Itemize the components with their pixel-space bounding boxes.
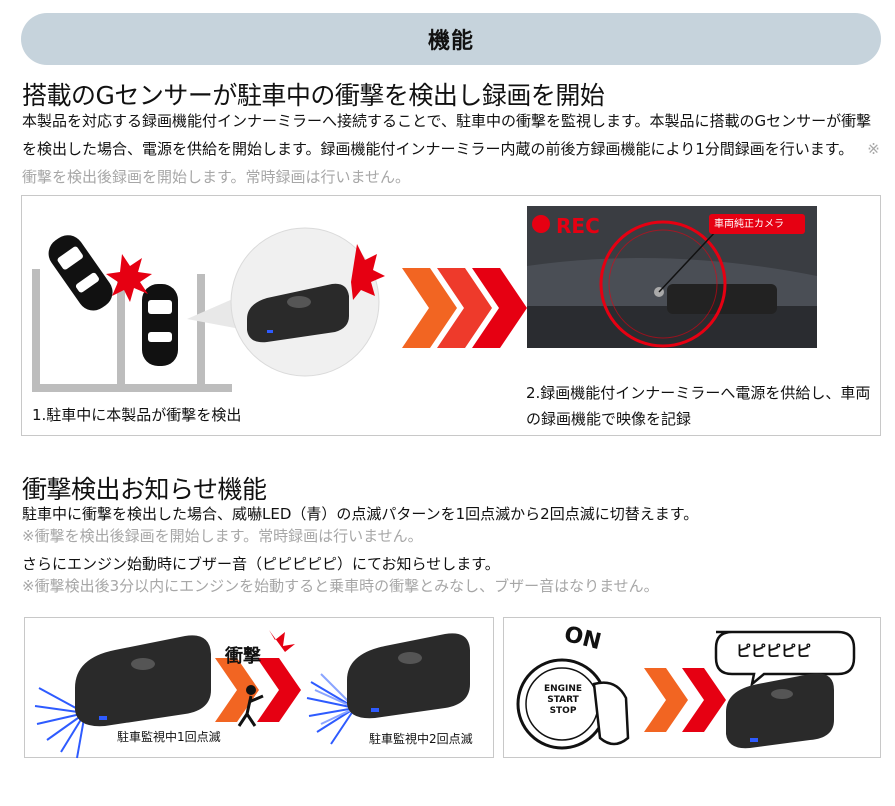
- finger-icon: [592, 681, 630, 746]
- sensor-device-icon: [75, 635, 211, 727]
- blink2-caption: 駐車監視中2回点滅: [369, 732, 473, 746]
- thief-icon: [237, 685, 264, 727]
- step2-caption: 2.録画機能付インナーミラーへ電源を供給し、車両の録画機能で映像を記録: [526, 384, 871, 428]
- flow-arrow-icon: [402, 268, 527, 348]
- sensor-device-icon: [347, 633, 470, 719]
- banner-title: 機能: [427, 29, 474, 54]
- engine-button-line: ENGINE: [543, 684, 583, 694]
- speech-bubble-icon: [714, 630, 856, 688]
- engine-button-text: ENGINE START STOP: [534, 684, 592, 717]
- rec-dot-icon: [532, 215, 550, 233]
- engine-buzzer-illustration: [516, 630, 856, 750]
- led-blink-illustration: [34, 630, 470, 759]
- section2-heading: 衝撃検出お知らせ機能: [22, 475, 267, 504]
- device-closeup-illustration: [187, 227, 385, 377]
- section1-body-text: 本製品を対応する録画機能付インナーミラーへ接続することで、駐車中の衝撃を監視しま…: [22, 112, 872, 158]
- sensor-device-icon: [726, 673, 834, 749]
- parked-car-icon: [142, 284, 178, 366]
- impact-burst-icon: [269, 630, 295, 652]
- impact-label: 衝撃: [225, 646, 261, 667]
- flow-diagram-box: REC 車両純正カメラ 1.駐車中に本製品が衝撃を検出 2.録画機能付インナーミ…: [21, 195, 881, 436]
- step1-caption: 1.駐車中に本製品が衝撃を検出: [32, 406, 242, 424]
- section2-line3: さらにエンジン始動時にブザー音（ピピピピピ）にてお知らせします。: [22, 555, 500, 573]
- section1-body: 本製品を対応する録画機能付インナーミラーへ接続することで、駐車中の衝撃を監視しま…: [22, 107, 882, 191]
- engine-buzzer-box: ON ENGINE START STOP ピピピピピ: [503, 617, 881, 758]
- section2-line2: ※衝撃を検出後録画を開始します。常時録画は行いません。: [22, 527, 423, 545]
- parking-illustration: [32, 235, 232, 392]
- car-topview-icon: [48, 235, 113, 311]
- camera-label: 車両純正カメラ: [714, 219, 784, 230]
- engine-button-line: START: [547, 695, 579, 705]
- section1-note: ※衝撃を検出後録画を開始します。常時録画は行いません。: [22, 140, 880, 186]
- section-banner: 機能: [21, 13, 881, 65]
- flow-arrow-icon: [644, 668, 726, 732]
- section1-heading: 搭載のGセンサーが駐車中の衝撃を検出し録画を開始: [22, 81, 605, 110]
- beep-label: ピピピピピ: [736, 642, 812, 660]
- impact-burst-icon: [351, 244, 385, 300]
- rec-camera-illustration: [527, 206, 817, 348]
- led-blink-box: 衝撃 駐車監視中1回点滅 駐車監視中2回点滅: [24, 617, 494, 759]
- engine-button-line: STOP: [549, 706, 577, 716]
- rec-label: REC: [556, 214, 600, 238]
- impact-burst-icon: [106, 254, 152, 302]
- blink1-caption: 駐車監視中1回点滅: [117, 730, 221, 744]
- sensor-device-icon: [247, 283, 349, 343]
- section2-line1: 駐車中に衝撃を検出した場合、威嚇LED（青）の点滅パターンを1回点滅から2回点滅…: [22, 505, 699, 523]
- section2-line4: ※衝撃検出後3分以内にエンジンを始動すると乗車時の衝撃とみなし、ブザー音はなりま…: [22, 577, 659, 595]
